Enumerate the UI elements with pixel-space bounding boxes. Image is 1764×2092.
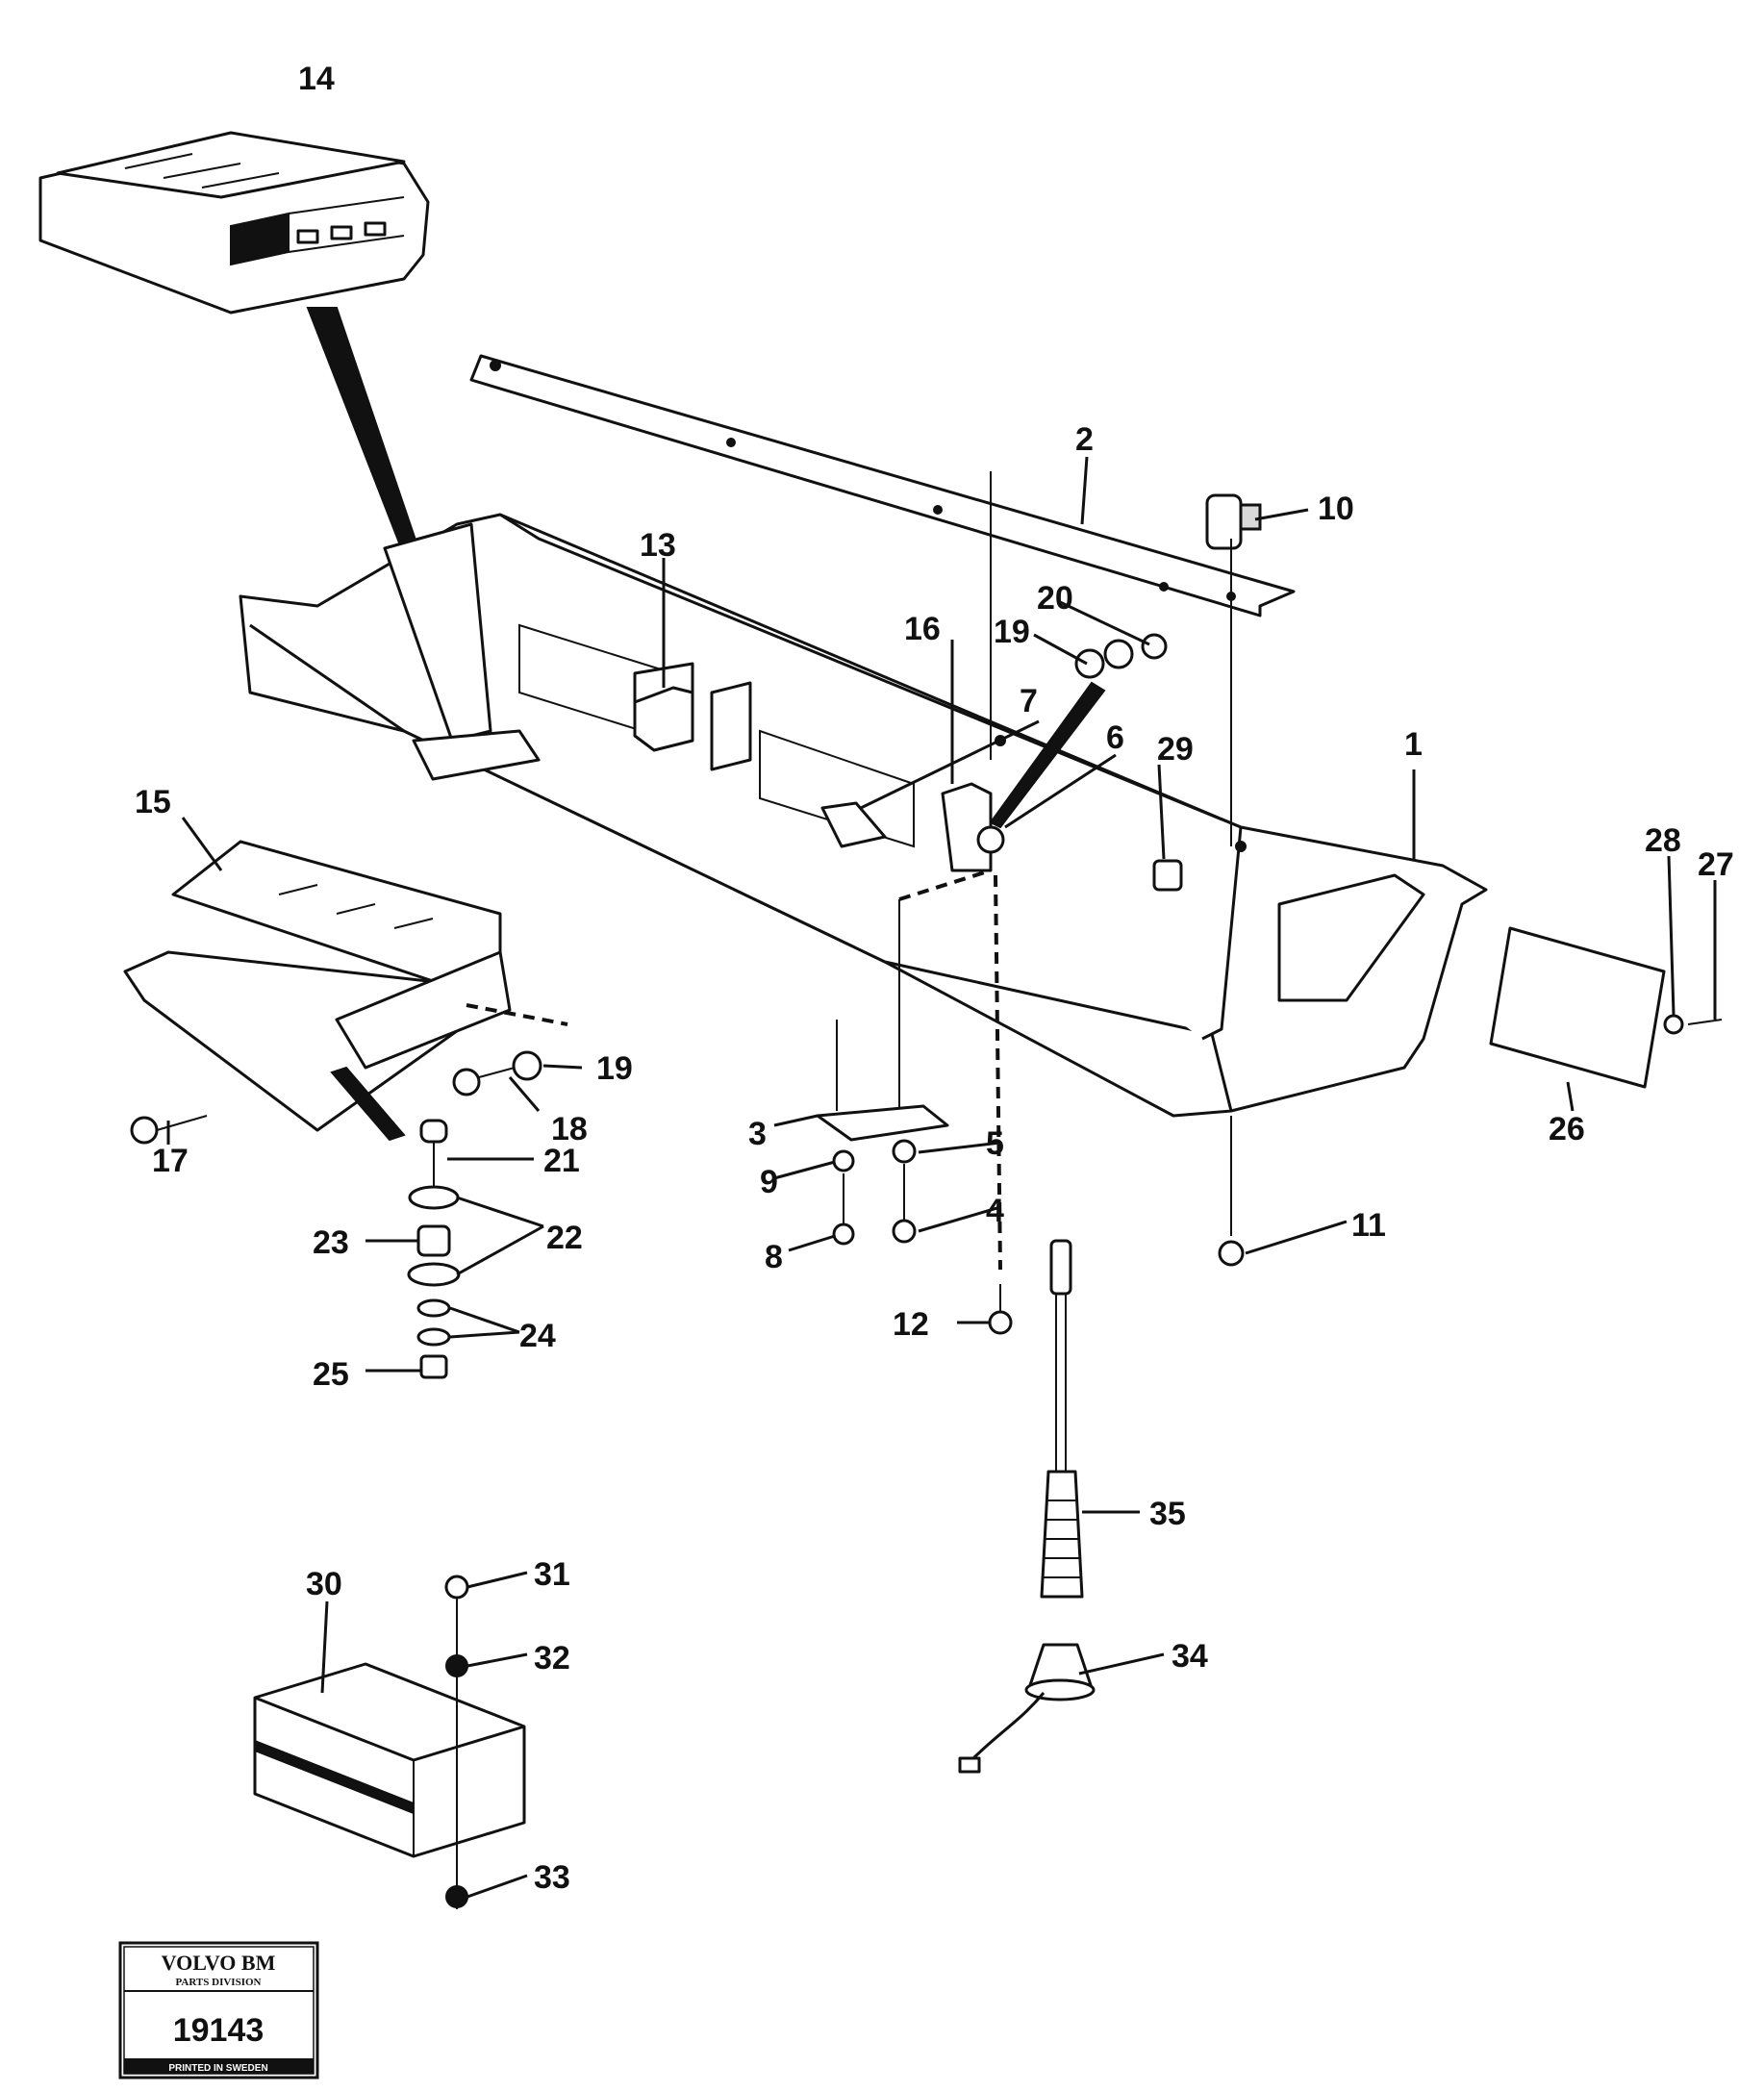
antenna-34-35 (958, 1239, 1096, 1774)
callout-6: 6 (1106, 719, 1124, 756)
callout-22: 22 (546, 1220, 583, 1256)
callout-11: 11 (1351, 1207, 1386, 1244)
stamp-brand: VOLVO BM (162, 1951, 276, 1975)
callout-17: 17 (152, 1143, 189, 1179)
radio-unit (38, 131, 430, 569)
callout-14: 14 (298, 61, 335, 97)
callout-32: 32 (534, 1640, 570, 1676)
callout-9: 9 (760, 1164, 778, 1200)
callout-31: 31 (534, 1556, 570, 1593)
mounting-tray (123, 840, 568, 1132)
callout-21: 21 (543, 1143, 580, 1179)
callout-23: 23 (313, 1224, 349, 1261)
callout-16: 16 (904, 611, 941, 647)
clip-29 (1152, 859, 1183, 892)
callout-13: 13 (640, 527, 676, 564)
callout-27: 27 (1698, 846, 1734, 883)
box-30 (253, 1575, 526, 1909)
parts-division-stamp: VOLVO BM PARTS DIVISION 19143 PRINTED IN… (118, 1941, 319, 2079)
stamp-printed: PRINTED IN SWEDEN (168, 2063, 267, 2074)
washers-19-20 (989, 633, 1168, 829)
callout-3: 3 (748, 1116, 767, 1152)
callout-19-right: 19 (994, 614, 1030, 650)
callout-15: 15 (135, 784, 171, 820)
screws-17-18 (130, 1050, 542, 1145)
callout-25: 25 (313, 1356, 349, 1393)
callout-33: 33 (534, 1859, 570, 1896)
callout-18: 18 (551, 1111, 588, 1147)
callout-2: 2 (1075, 421, 1094, 458)
callout-28: 28 (1645, 822, 1681, 859)
callout-29: 29 (1157, 731, 1194, 768)
callout-19-left: 19 (596, 1050, 633, 1087)
callout-8: 8 (765, 1239, 783, 1275)
callout-12: 12 (893, 1306, 929, 1343)
fastener-lines (836, 471, 1232, 1271)
callout-7: 7 (1020, 683, 1038, 719)
callout-leaders (166, 456, 1717, 1899)
connector-10 (1205, 493, 1262, 550)
callout-24: 24 (519, 1318, 556, 1354)
callout-5: 5 (986, 1125, 1004, 1162)
stamp-number: 19143 (173, 2012, 265, 2049)
callout-20: 20 (1037, 580, 1073, 617)
callout-35: 35 (1149, 1496, 1186, 1532)
callout-1: 1 (1404, 726, 1423, 763)
bracket-13 (633, 686, 694, 752)
callout-26: 26 (1549, 1111, 1585, 1147)
cover-plate-26 (1489, 926, 1723, 1089)
callout-4: 4 (986, 1193, 1004, 1229)
bracket-16 (820, 782, 993, 901)
mount-stack-21-25 (330, 1066, 461, 1379)
nut-6 (976, 825, 1005, 854)
top-mounting-bar (469, 354, 1296, 618)
callout-34: 34 (1172, 1638, 1208, 1675)
callout-numbers: 1 2 3 4 5 6 7 8 9 10 11 12 13 14 15 16 1… (135, 61, 1734, 1896)
callout-10: 10 (1318, 491, 1354, 527)
callout-30: 30 (306, 1566, 342, 1602)
stamp-division: PARTS DIVISION (176, 1977, 262, 1988)
hardware-3-9 (816, 1104, 1245, 1335)
